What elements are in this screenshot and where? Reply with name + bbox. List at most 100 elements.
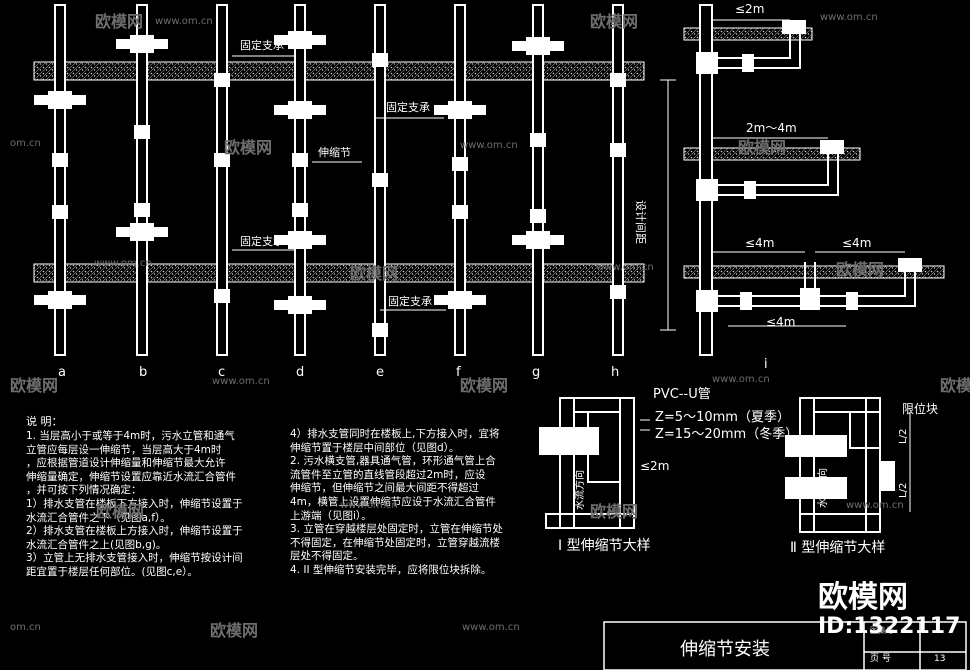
note-line: 伸缩节，但伸缩节之间最大间距不得超过 [290,482,479,495]
note-line: 3）立管上无排水支管接入时，伸缩节按设计间 [26,552,243,565]
expansion-coupling [372,173,388,187]
note-line: 水流汇合管件之下（见图a,f）。 [26,511,171,524]
branch-top [712,25,791,59]
note-line: 流管件至立管的直线管段超过2m时，应设 [290,468,486,481]
fitting [782,20,806,34]
branch-stub [548,235,564,245]
pipe-fittings [34,31,626,337]
note-line: ，并可按下列情况确定： [26,484,142,497]
expansion-coupling [610,285,626,299]
note-line: 水流汇合管件之上(见图b,g)。 [26,538,167,551]
floor-slab-lower [33,263,645,283]
fitting [800,288,820,310]
branch-bottom-outer [712,262,916,307]
watermark-brand: 欧模网 [836,260,885,279]
vertical-pipe [454,4,466,356]
figure-i-dimensions [660,19,905,331]
label-a: a [58,365,66,380]
branch-top-outer [712,25,801,69]
watermark-url: www.om.cn [212,376,270,387]
branch-stub [434,295,448,305]
type2-title: Ⅱ 型伸缩节大样 [790,540,886,556]
le2m-small-label: ≤2m [640,459,670,473]
limit-block [879,461,895,491]
floor-slabs [33,27,945,283]
fitting [742,54,754,72]
note-line: 2. 污水横支管,器具通气管，环形通气管上合 [290,455,496,468]
fitting [696,52,718,74]
note-line: 伸缩节置于楼层中间部位（见图d）。 [290,441,460,454]
branch-stub [274,300,288,310]
expansion-coupling [372,323,388,337]
branch-stub [470,295,486,305]
callout-fixed-support-4: 固定支承 [388,295,432,308]
fitting [740,292,752,310]
dim-le4m-a: ≤4m [745,236,775,250]
pvc-u-label: PVC--U管 [653,387,711,402]
fitting [898,258,922,272]
branch-stub [152,39,168,49]
watermark-brand: 欧模网 [940,376,970,395]
branch-stub [34,295,48,305]
watermark-url: www.om.cn [462,622,520,633]
vertical-pipes [54,4,624,356]
type2-ring-lower [785,477,847,499]
watermark-brand: 欧模网 [460,376,509,395]
fitting [696,290,718,312]
type1-detail [539,397,650,529]
title-block-title: 伸缩节安装 [680,639,770,660]
flow-direction-1: 水流方向 [575,470,586,510]
note-line: 层处不得固定。 [290,550,364,563]
watermark-brand: 欧模网 [10,376,59,395]
watermark-url: www.om.cn [820,12,878,23]
expansion-coupling [292,203,308,217]
branch-stub [116,227,130,237]
watermark-brand: 欧模网 [590,502,639,521]
tee-fitting [130,223,154,241]
note-line: 4）排水支管同时在楼板上,下方接入时，宜将 [290,428,500,440]
watermark-brand: 欧模网 [96,502,145,521]
branch-bottom [712,262,906,297]
expansion-coupling [214,289,230,303]
branch-stub [310,300,326,310]
branch-stub [274,105,288,115]
fitting [820,140,844,154]
watermark-url: www.om.cn [460,140,518,151]
type2-ring-upper [785,435,847,457]
l-half-2: L/2 [898,482,909,498]
watermark-brand: 欧模网 [350,264,399,283]
vertical-pipe [136,4,148,356]
expansion-coupling [214,153,230,167]
note-line: 伸缩量确定，伸缩节设置应靠近水流汇合管件 [26,470,236,483]
watermark-brand: 欧模网 [738,138,787,157]
branch-stub [70,295,86,305]
type2-detail [785,397,911,533]
tee-fitting [130,35,154,53]
branch-stub [512,41,526,51]
l-half-1: L/2 [898,428,909,444]
vertical-pipe [532,4,544,356]
expansion-coupling [610,143,626,157]
branch-stub [274,35,288,45]
notes-title: 说 明： [26,415,63,428]
label-f: f [456,365,461,380]
type1-ring [539,427,599,455]
tee-fitting [48,91,72,109]
watermark-url: www.om.cn [94,258,152,269]
fitting [696,179,718,201]
note-line: 立管应每层设一伸缩节，当层高大于4m时 [26,443,222,456]
limit-block-label: 限位块 [902,402,939,416]
type1-title: Ⅰ 型伸缩节大样 [558,538,651,554]
tee-fitting [288,296,312,314]
branch-stub [152,227,168,237]
callout-design-spacing: 设计间距 [634,200,647,244]
tee-fitting [288,231,312,249]
title-block-page-label: 页 号 [870,654,891,664]
title-block-page-number: 13 [934,654,946,664]
watermark-id: ID:1322117 [818,614,961,639]
expansion-coupling [452,205,468,219]
branch-stub [274,235,288,245]
watermark-url: www.om.cn [155,16,213,27]
